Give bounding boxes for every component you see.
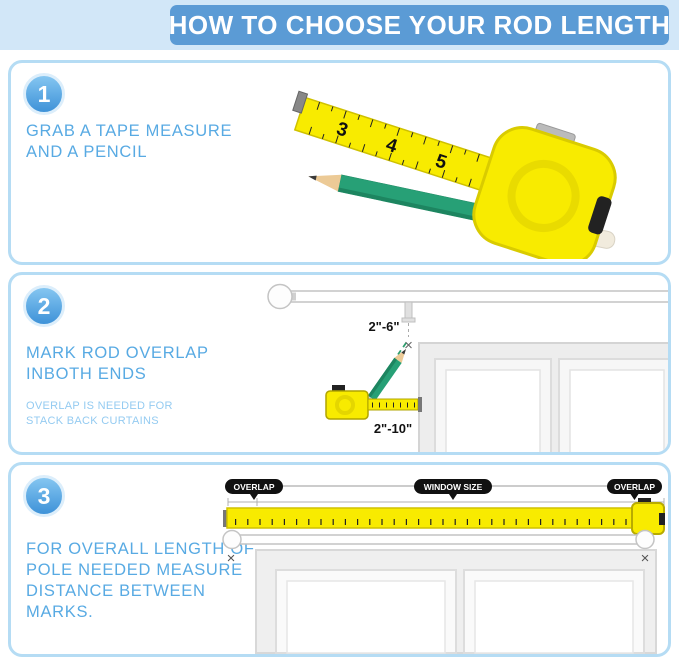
step-2-number: 2: [37, 292, 51, 319]
rod-finial-right: [635, 529, 655, 550]
mark-x-right: ×: [641, 550, 650, 567]
mark-x-left: ×: [227, 550, 236, 567]
small-tape-measure: [325, 385, 422, 420]
step-2-note: OVERLAP IS NEEDED FOR STACK BACK CURTAIN…: [26, 400, 173, 427]
step-2-illustration: 2"-6" × 2"-10": [267, 283, 668, 452]
window-size-label: WINDOW SIZE: [424, 482, 483, 492]
step-1-number: 1: [37, 80, 51, 107]
rod-finial: [267, 283, 293, 310]
step-3-number: 3: [37, 482, 51, 509]
step-2-card: 2 MARK ROD OVERLAP INBOTH ENDS OVERLAP I…: [8, 272, 671, 455]
overlap-top-measurement: 2"-6": [368, 319, 399, 334]
step-3-illustration: OVERLAP WINDOW SIZE OVERLAP ×: [222, 479, 665, 654]
step-1-card: 1 GRAB A TAPE MEASURE AND A PENCIL 3 4 5: [8, 60, 671, 265]
header-title-box: HOW TO CHOOSE YOUR ROD LENGTH: [168, 5, 671, 45]
overlap-right-label: OVERLAP: [614, 482, 655, 492]
pencil-mark-x: ×: [404, 337, 413, 354]
page-title: HOW TO CHOOSE YOUR ROD LENGTH: [168, 9, 671, 40]
step-3-card: 3 FOR OVERALL LENGTH OF POLE NEEDED MEAS…: [8, 462, 671, 657]
tape-hook: [292, 90, 309, 114]
step-2-title: MARK ROD OVERLAP INBOTH ENDS: [26, 344, 209, 384]
tape-hook: [223, 510, 228, 527]
header-banner: HOW TO CHOOSE YOUR ROD LENGTH: [0, 0, 679, 50]
step-1-title: GRAB A TAPE MEASURE AND A PENCIL: [26, 122, 233, 162]
full-width-tape-measure: [223, 498, 665, 535]
overlap-bottom-measurement: 2"-10": [374, 421, 412, 436]
curtain-rod: [222, 529, 655, 550]
curtain-rod: [267, 283, 668, 323]
step-2-number-badge: 2: [23, 285, 65, 327]
tape-measure-illustration: 3 4 5: [292, 90, 617, 259]
rod-bracket: [404, 301, 413, 320]
step-3-title: FOR OVERALL LENGTH OF POLE NEEDED MEASUR…: [26, 540, 255, 622]
window-illustration: [255, 549, 657, 654]
measure-labels: OVERLAP WINDOW SIZE OVERLAP: [225, 479, 665, 506]
step-1-number-badge: 1: [23, 73, 65, 115]
step-1-illustration: 3 4 5: [292, 90, 617, 259]
overlap-left-label: OVERLAP: [233, 482, 274, 492]
tape-lock-button: [588, 196, 612, 235]
rod-finial-left: [222, 529, 242, 550]
window-illustration: [418, 342, 668, 452]
step-3-number-badge: 3: [23, 475, 65, 517]
